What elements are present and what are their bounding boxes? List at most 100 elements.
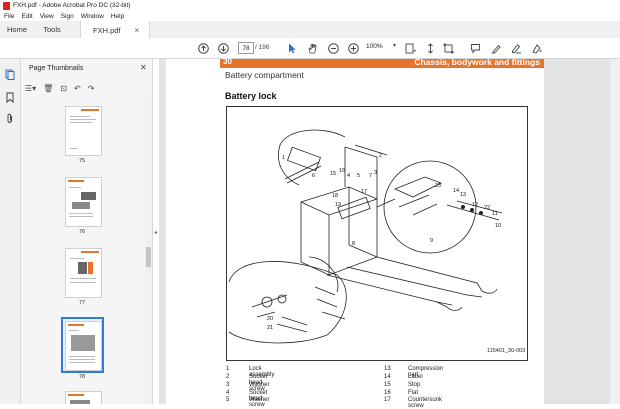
tab-tools[interactable]: Tools	[43, 25, 61, 34]
callout-19: 19	[335, 202, 341, 208]
legend-number: 15	[384, 382, 391, 388]
callout-18: 18	[332, 193, 338, 199]
chapter-title: Chassis, bodywork and fittings	[414, 57, 540, 67]
hand-tool-icon[interactable]	[305, 41, 319, 55]
attachment-icon[interactable]	[4, 112, 16, 124]
delete-page-icon[interactable]: 🗑	[43, 83, 54, 93]
previous-page-icon[interactable]	[196, 41, 210, 55]
exploded-view-figure: 1 2 3 4 5 6 7 8 9 10 11 12 13 14 15 16 1…	[226, 106, 528, 361]
acrobat-app-icon	[3, 1, 10, 10]
document-scrollbar[interactable]	[610, 59, 620, 404]
page-display-icon[interactable]	[404, 41, 418, 55]
page-thumbnails-icon[interactable]	[4, 68, 16, 80]
legend-text: Washer	[249, 397, 270, 403]
legend-number: 2	[226, 374, 230, 380]
callout-5: 5	[357, 173, 360, 179]
scrollbar-thumb[interactable]	[146, 247, 151, 267]
legend-text: Stop	[408, 382, 421, 388]
zoom-dropdown-icon[interactable]: ▾	[393, 43, 397, 49]
legend-number: 3	[226, 382, 230, 388]
callout-15: 15	[330, 171, 336, 177]
legend-text: Lock assembly	[249, 366, 275, 378]
callout-23: 23	[435, 183, 441, 189]
legend-number: 13	[384, 366, 391, 372]
section-subheading: Battery compartment	[225, 70, 304, 80]
comment-icon[interactable]	[468, 41, 482, 55]
callout-2: 2	[379, 153, 382, 159]
callout-4: 4	[347, 173, 350, 179]
fit-page-icon[interactable]	[441, 41, 455, 55]
close-panel-icon[interactable]: ✕	[140, 63, 147, 72]
callout-17: 17	[361, 189, 367, 195]
chapter-number: 30	[223, 57, 232, 66]
highlight-pen-icon[interactable]	[489, 41, 503, 55]
legend-text: Compression part	[408, 366, 444, 378]
tab-home[interactable]: Home	[6, 25, 27, 34]
callout-1: 1	[282, 155, 285, 161]
callout-20: 20	[267, 316, 273, 322]
section-heading: Battery lock	[225, 91, 277, 101]
legend-text: Socket head screw	[249, 374, 268, 392]
menu-file[interactable]: File	[4, 12, 15, 20]
callout-7: 7	[369, 173, 372, 179]
insert-page-icon[interactable]: ⊡	[60, 83, 68, 93]
thumbnails-panel-title: Page Thumbnails	[29, 65, 84, 72]
tab-close-icon[interactable]: ×	[134, 25, 140, 35]
menu-window[interactable]: Window	[80, 12, 104, 20]
callout-10: 10	[495, 223, 501, 229]
rotate-left-icon[interactable]: ↶	[74, 83, 81, 93]
sign-icon[interactable]	[509, 41, 523, 55]
scrolling-mode-icon[interactable]	[423, 41, 437, 55]
select-cursor-icon[interactable]	[285, 41, 299, 55]
legend-number: 17	[384, 397, 391, 403]
callout-9: 9	[430, 238, 433, 244]
bookmark-icon[interactable]	[4, 91, 16, 103]
page-count: / 196	[255, 44, 270, 51]
tab-bar: Home Tools FXH.pdf ×	[0, 21, 620, 39]
thumbnail-page-75[interactable]	[65, 106, 102, 156]
zoom-level[interactable]: 100%	[366, 43, 383, 50]
thumbnail-page-77[interactable]	[65, 248, 102, 298]
toolbar	[0, 38, 620, 59]
tab-document-label: FXH.pdf	[93, 25, 121, 35]
menu-view[interactable]: View	[39, 12, 54, 20]
next-page-icon[interactable]	[216, 41, 230, 55]
menu-bar: File Edit View Sign Window Help	[0, 11, 620, 21]
thumbnails-panel: Page Thumbnails ✕ ☰▾ 🗑 ⊡ ↶ ↷ 75 76	[21, 59, 153, 404]
options-menu-icon[interactable]: ☰▾	[25, 83, 37, 93]
legend-number: 14	[384, 374, 391, 380]
legend-number: 4	[226, 390, 230, 396]
callout-8: 8	[352, 241, 355, 247]
callout-22: 22	[484, 205, 490, 211]
legend-number: 1	[226, 366, 230, 372]
collapse-panel-icon[interactable]: ◂	[153, 229, 157, 236]
callout-6: 6	[312, 173, 315, 179]
thumbnail-label: 76	[79, 229, 86, 235]
legend-number: 16	[384, 390, 391, 396]
callout-3: 3	[374, 170, 377, 176]
tab-document[interactable]: FXH.pdf ×	[80, 21, 150, 39]
menu-sign[interactable]: Sign	[60, 12, 74, 20]
page-number-input[interactable]: 78	[238, 42, 254, 54]
thumbnail-page-79[interactable]	[65, 391, 102, 404]
legend-text: Washer	[249, 382, 270, 388]
rotate-right-icon[interactable]: ↷	[87, 83, 95, 93]
thumbnails-scrollbar[interactable]	[145, 97, 152, 404]
title-bar: FXH.pdf - Adobe Acrobat Pro DC (32-bit)	[0, 0, 620, 11]
menu-help[interactable]: Help	[110, 12, 125, 20]
thumbnail-list: 75 76 77 78	[21, 97, 145, 404]
legend-number: 5	[226, 397, 230, 403]
thumbnail-page-78[interactable]	[65, 321, 102, 371]
document-page	[166, 59, 544, 404]
thumbnail-page-76[interactable]	[65, 177, 102, 227]
zoom-out-icon[interactable]	[326, 41, 340, 55]
thumbnail-label: 77	[79, 300, 86, 306]
callout-14: 14	[453, 188, 459, 194]
menu-edit[interactable]: Edit	[21, 12, 33, 20]
fill-sign-icon[interactable]	[530, 41, 544, 55]
zoom-in-icon[interactable]	[346, 41, 360, 55]
callout-13: 13	[460, 192, 466, 198]
chapter-header-bar: 30 Chassis, bodywork and fittings	[220, 57, 544, 68]
callout-16: 16	[339, 168, 345, 174]
thumbnail-label: 78	[79, 374, 86, 380]
